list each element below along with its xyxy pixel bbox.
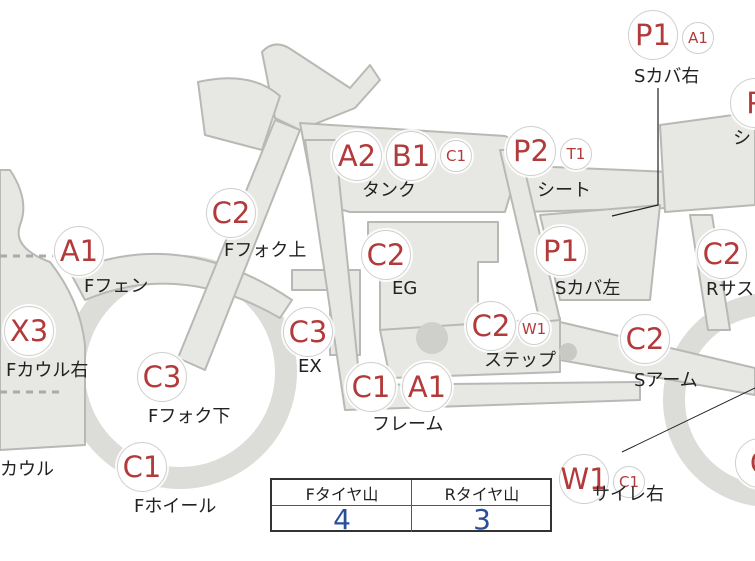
step-peg-left — [416, 322, 448, 354]
part-label-rear-cut: シ — [733, 128, 751, 149]
part-code-badge: C1 — [346, 362, 396, 412]
table-divider-vertical — [411, 480, 412, 532]
part-code-badge: P2 — [506, 126, 556, 176]
front-tire-value: 4 — [333, 502, 351, 536]
part-label-step: ステップ — [484, 350, 556, 371]
part-label-swing-arm: Sアーム — [634, 370, 698, 391]
headlight-shape — [197, 77, 281, 151]
front-fender-shape — [69, 252, 293, 319]
part-code-badge: C3 — [137, 352, 187, 402]
part-code-badge: C1 — [117, 442, 167, 492]
part-code-badge: C3 — [283, 307, 333, 357]
part-code-badge: C2 — [361, 230, 411, 280]
rear-wheel-shape — [663, 294, 755, 506]
part-code-badge: X3 — [4, 306, 54, 356]
rear-tire-value: 3 — [473, 502, 491, 536]
part-code-badge: P1 — [536, 226, 586, 276]
part-label-s-cover-left: Sカバ左 — [555, 278, 621, 299]
part-code-badge: A1 — [682, 22, 714, 54]
part-code-badge: C1 — [440, 140, 472, 172]
part-label-cowl: カウル — [0, 459, 54, 480]
part-label-front-cowl-right: Fカウル右 — [6, 360, 89, 381]
part-label-front-fork-lower: Fフォク下 — [148, 406, 231, 427]
part-label-engine: EG — [392, 278, 418, 299]
part-code-badge: T1 — [560, 138, 592, 170]
part-code-badge: A1 — [54, 226, 104, 276]
part-label-s-cover-right: Sカバ右 — [634, 66, 700, 87]
handlebar-shape — [261, 43, 381, 131]
part-label-front-fork-upper: Fフォク上 — [224, 240, 307, 261]
part-code-badge: C2 — [697, 229, 747, 279]
part-label-front-fender: Fフェン — [84, 276, 149, 297]
part-label-seat: シート — [537, 180, 591, 201]
part-code-badge: C2 — [466, 301, 516, 351]
part-code-badge: W1 — [559, 454, 609, 504]
front-tire-header: Fタイヤ山 — [305, 485, 379, 504]
part-code-badge: W1 — [518, 313, 550, 345]
tire-tread-table: Fタイヤ山 Rタイヤ山 4 3 — [270, 478, 552, 536]
part-label-tank: タンク — [362, 180, 416, 201]
part-label-front-wheel: Fホイール — [134, 496, 217, 517]
part-code-badge: A1 — [402, 362, 452, 412]
leader-line-side-stand — [621, 387, 755, 453]
leader-line-s-cover-right — [611, 88, 659, 217]
part-code-badge: A2 — [332, 131, 382, 181]
part-label-exhaust: EX — [298, 356, 322, 377]
part-label-frame: フレーム — [372, 414, 444, 435]
part-label-side-stand-right: サイレ右 — [592, 484, 664, 505]
part-label-rear-suspension: Rサス — [706, 279, 755, 300]
frame-shape — [304, 139, 641, 411]
part-code-badge: P1 — [628, 10, 678, 60]
part-code-badge: B1 — [386, 131, 436, 181]
part-code-badge: C2 — [620, 314, 670, 364]
part-code-badge: C1 — [613, 466, 645, 498]
part-code-badge: C2 — [206, 188, 256, 238]
rear-cowl-shape — [659, 111, 755, 213]
step-peg-right — [559, 343, 577, 361]
rear-tire-header: Rタイヤ山 — [444, 485, 520, 504]
